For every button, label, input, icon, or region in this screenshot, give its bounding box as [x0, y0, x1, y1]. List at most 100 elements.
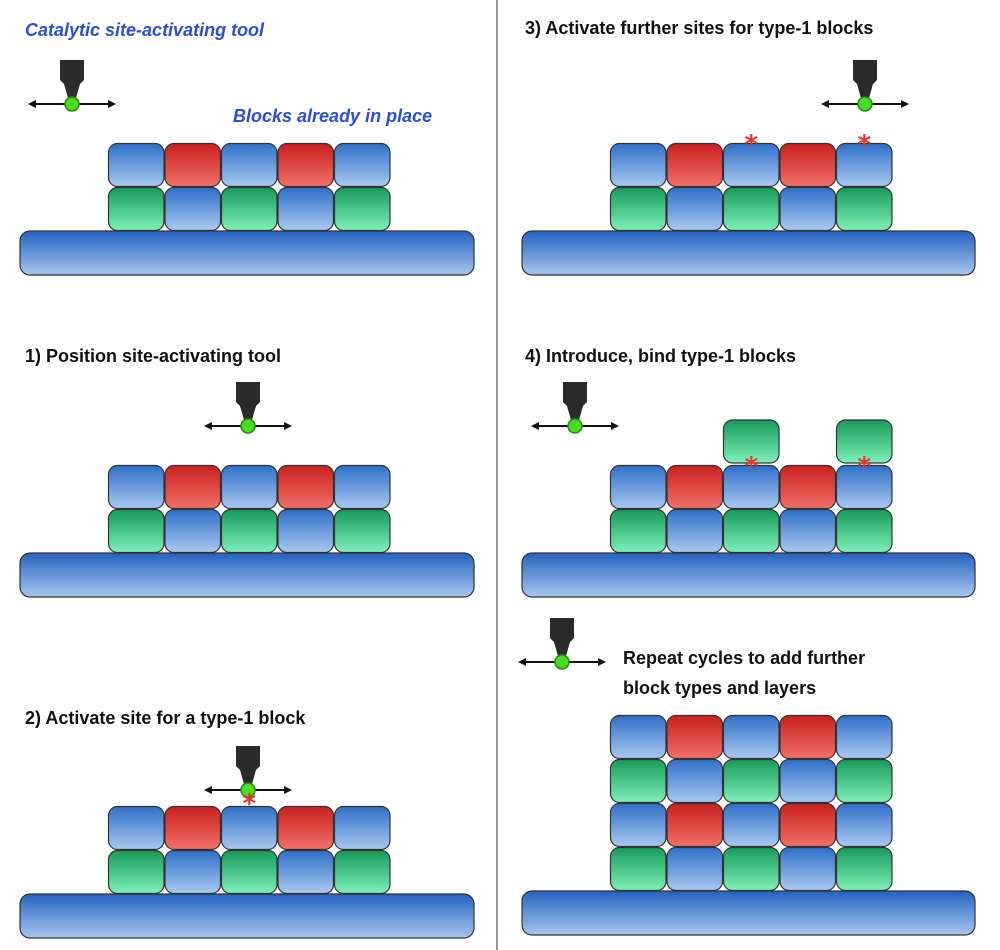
panel-4-substrate	[521, 552, 976, 598]
panel-0-block	[333, 142, 391, 188]
panel-3-block	[722, 186, 780, 232]
panel-5-block	[835, 802, 893, 848]
panel-0-tool-tip	[64, 96, 80, 112]
panel-1-block	[164, 464, 222, 510]
panel-4-activated-site-asterisk: *	[857, 452, 871, 482]
panel-4-tool-body	[563, 382, 587, 420]
panel-2-substrate	[19, 893, 475, 939]
panel-2-block	[164, 849, 222, 895]
panel-0-tool-body	[60, 60, 84, 98]
panel-1-substrate	[19, 552, 475, 598]
panel-5-block	[779, 846, 837, 892]
panel-3-block	[666, 142, 724, 188]
panel-5-title-line-2: block types and layers	[623, 678, 816, 698]
panel-4-block	[666, 508, 724, 554]
panel-4-block	[609, 464, 667, 510]
panel-2-block	[333, 849, 391, 895]
panel-4-title: 4) Introduce, bind type-1 blocks	[525, 346, 796, 366]
panel-3-tool-body	[853, 60, 877, 98]
panel-2-title: 2) Activate site for a type-1 block	[25, 708, 306, 728]
panel-2-block	[164, 805, 222, 851]
panel-1-block	[333, 508, 391, 554]
panel-5-block	[779, 802, 837, 848]
panel-1-tool-tip	[240, 418, 256, 434]
panel-0-block	[164, 142, 222, 188]
panel-4-block	[722, 464, 780, 510]
panel-4-block	[835, 508, 893, 554]
panel-5-block	[835, 714, 893, 760]
panel-5-block	[722, 714, 780, 760]
panel-0-title: Catalytic site-activating tool	[25, 20, 265, 40]
panel-2-block	[107, 805, 165, 851]
panel-2-activated-site-asterisk: *	[242, 789, 256, 819]
panel-1-block	[277, 508, 335, 554]
panel-5-block	[835, 758, 893, 804]
panel-4-block	[835, 464, 893, 510]
panel-3-block	[779, 186, 837, 232]
panel-5-block	[609, 846, 667, 892]
panel-2-block	[277, 849, 335, 895]
panel-4-block	[609, 508, 667, 554]
panel-5-block	[722, 846, 780, 892]
panel-0-block	[277, 186, 335, 232]
panel-4-activated-site-asterisk: *	[744, 452, 758, 482]
panel-5-substrate	[521, 890, 976, 936]
panel-2-block	[220, 849, 278, 895]
panel-5-block	[609, 802, 667, 848]
panel-3-activated-site-asterisk: *	[744, 130, 758, 160]
panel-1-block	[277, 464, 335, 510]
panel-3-tool-tip	[857, 96, 873, 112]
panel-5-title-line-1: Repeat cycles to add further	[623, 648, 865, 668]
panel-3-activated-site-asterisk: *	[857, 130, 871, 160]
panel-1-block	[107, 508, 165, 554]
panel-0-block	[277, 142, 335, 188]
panel-5-block	[779, 758, 837, 804]
panel-1-title: 1) Position site-activating tool	[25, 346, 281, 366]
panel-5-block	[722, 758, 780, 804]
panel-5-block	[722, 802, 780, 848]
panel-1-block	[333, 464, 391, 510]
panel-4-block	[666, 464, 724, 510]
panel-3-substrate	[521, 230, 976, 276]
panel-0-block	[107, 142, 165, 188]
panel-5-block	[666, 846, 724, 892]
panel-5-block	[666, 714, 724, 760]
panel-1-block	[107, 464, 165, 510]
panel-2-block	[107, 849, 165, 895]
panel-0-block	[107, 186, 165, 232]
panel-5-block	[666, 802, 724, 848]
panel-3-block	[609, 142, 667, 188]
panel-4-block	[779, 508, 837, 554]
panel-5-block	[779, 714, 837, 760]
panel-2-block	[277, 805, 335, 851]
panel-0-block	[164, 186, 222, 232]
panel-1-block	[220, 508, 278, 554]
panel-3-block	[835, 142, 893, 188]
panel-4-added-block	[835, 419, 893, 464]
panel-3-title: 3) Activate further sites for type-1 blo…	[525, 18, 873, 38]
panel-2-block	[220, 805, 278, 851]
panel-5-block	[609, 714, 667, 760]
panel-4-tool-tip	[567, 418, 583, 434]
panel-5-block	[835, 846, 893, 892]
panel-3-block	[722, 142, 780, 188]
panel-3-block	[666, 186, 724, 232]
panel-4-block	[722, 508, 780, 554]
panel-5-tool-body	[550, 618, 574, 656]
panel-5-tool-tip	[554, 654, 570, 670]
panel-0-block	[220, 186, 278, 232]
panel-2-tool-body	[236, 746, 260, 784]
panel-1-tool-body	[236, 382, 260, 420]
panel-2-tool-tip	[240, 782, 256, 798]
panel-1-block	[164, 508, 222, 554]
panel-0-block	[333, 186, 391, 232]
panel-3-block	[779, 142, 837, 188]
panel-5-block	[609, 758, 667, 804]
panel-3-block	[609, 186, 667, 232]
panel-5-block	[666, 758, 724, 804]
panel-0-substrate	[19, 230, 475, 276]
panel-2-block	[333, 805, 391, 851]
panel-0-block	[220, 142, 278, 188]
panel-4-block	[779, 464, 837, 510]
